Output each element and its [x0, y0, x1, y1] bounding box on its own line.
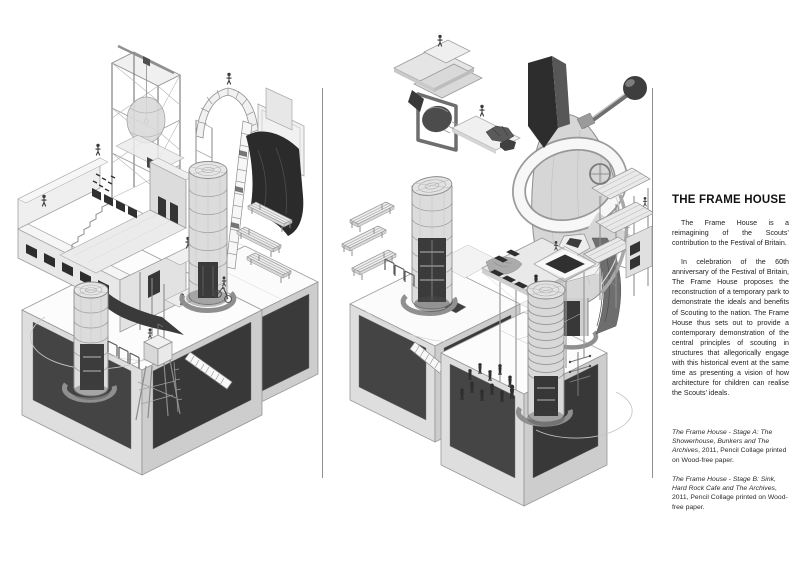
intro-paragraph: The Frame House is a reimagining of the …	[672, 219, 789, 248]
caption-stage-a: The Frame House - Stage A: The Showerhou…	[672, 428, 789, 465]
guide-line	[481, 271, 521, 305]
cafe-structure	[568, 163, 652, 396]
divider-line-right	[652, 88, 653, 478]
caption-b-details: , 2011, Pencil Collage printed on Wood-f…	[672, 485, 788, 511]
arch-catwalk	[195, 72, 259, 270]
caption-stage-b: The Frame House - Stage B: Sink, Hard Ro…	[672, 475, 789, 512]
bench-rows	[341, 201, 397, 281]
guide-line	[185, 227, 246, 247]
shower-cylinder	[179, 161, 237, 313]
caption-b-work-title: The Frame House - Stage B: Sink, Hard Ro…	[672, 475, 776, 493]
stage-b-drawing	[341, 34, 652, 507]
bunker-cylinder	[61, 281, 117, 403]
caption-a-details: , 2011, Pencil Collage printed on Wood-f…	[672, 447, 787, 464]
text-panel: THE FRAME HOUSE The Frame House is a rei…	[672, 194, 789, 407]
stage-a-drawing	[17, 44, 319, 476]
scaffold-tower	[110, 44, 213, 222]
caption-block: The Frame House - Stage A: The Showerhou…	[672, 428, 789, 522]
caption-a-work-title: The Frame House - Stage A: The Showerhou…	[672, 429, 773, 455]
page-title: THE FRAME HOUSE	[672, 194, 787, 206]
bicycle-figure	[214, 275, 232, 303]
trestle-tower	[135, 323, 183, 421]
cross-platform	[393, 34, 521, 154]
description-paragraph: In celebration of the 60th anniversary o…	[672, 258, 789, 397]
coil-cylinder	[515, 280, 573, 427]
divider-line-left	[322, 88, 323, 478]
